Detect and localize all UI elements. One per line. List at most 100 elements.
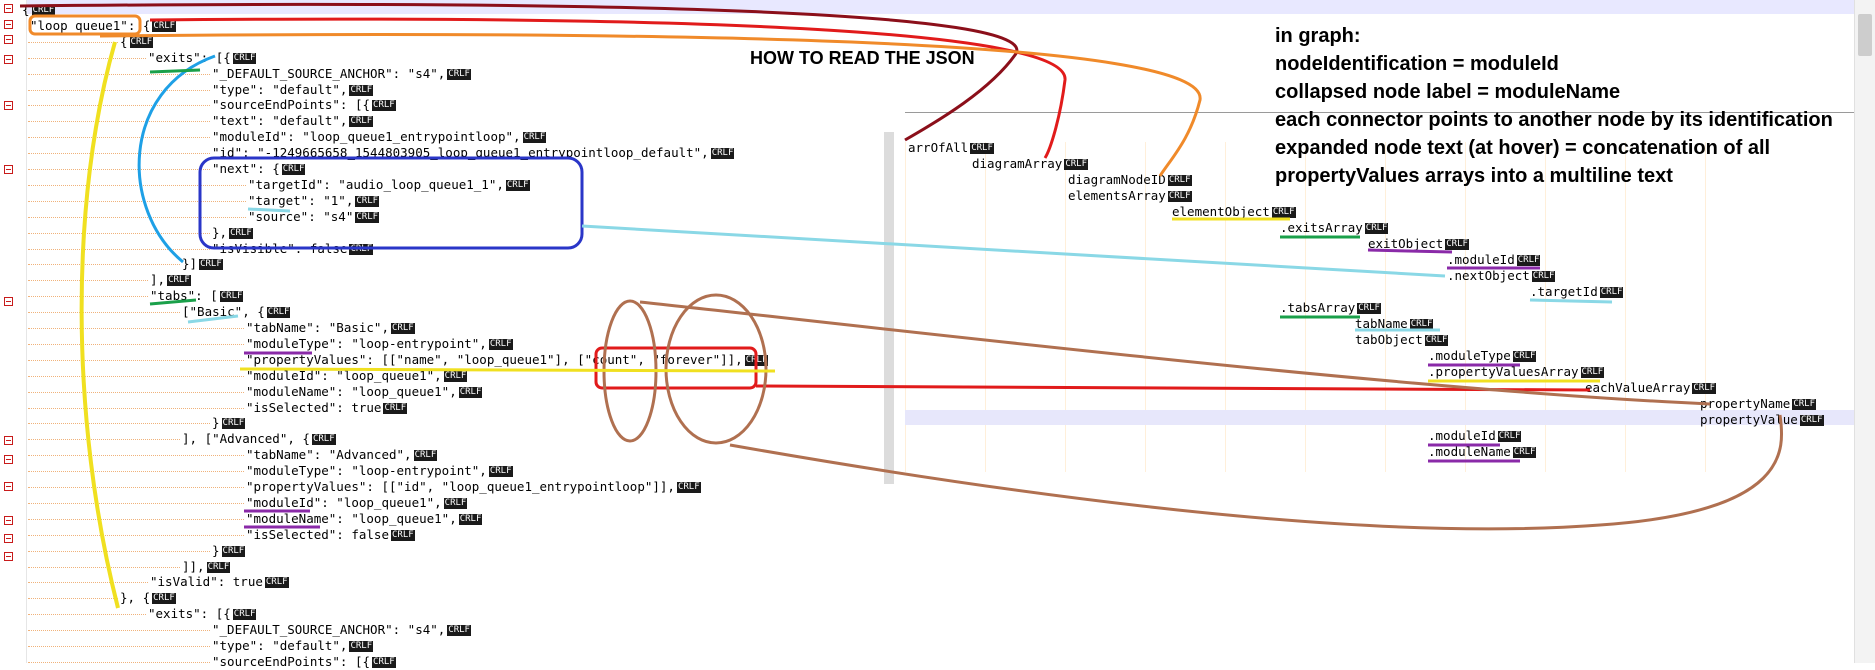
code-line: }, {CRLF <box>120 590 176 606</box>
crlf-marker: CRLF <box>1357 303 1381 314</box>
fold-toggle-icon[interactable] <box>4 4 13 13</box>
code-text: "tabs": [ <box>150 288 218 304</box>
code-text: ["Basic", { <box>182 304 265 320</box>
code-line: "exits": [{CRLF <box>148 49 257 66</box>
fold-toggle-icon[interactable] <box>4 101 13 110</box>
crlf-marker: CRLF <box>391 323 415 334</box>
code-line: "propertyValues": [["id", "loop_queue1_e… <box>246 479 701 495</box>
fold-toggle-icon[interactable] <box>4 165 13 174</box>
note-line: nodeIdentification = moduleId <box>1275 53 1559 75</box>
fold-toggle-icon[interactable] <box>4 516 13 525</box>
tree-item-label: .targetId <box>1530 284 1598 299</box>
crlf-marker: CRLF <box>447 68 471 80</box>
crlf-marker: CRLF <box>372 656 396 668</box>
code-line: "moduleId": "loop_queue1",CRLF <box>246 368 468 384</box>
crlf-marker: CRLF <box>1799 415 1824 426</box>
indent-guide <box>28 455 244 457</box>
indent-guide <box>28 391 244 394</box>
pane-divider <box>905 112 1855 113</box>
crlf-marker: CRLF <box>1512 351 1537 362</box>
fold-toggle-icon[interactable] <box>4 534 13 543</box>
indent-guide <box>28 121 210 123</box>
tree-item-label: diagramNodeID <box>1068 172 1166 187</box>
current-line-highlight <box>0 0 1855 14</box>
indent-guide <box>28 137 210 139</box>
crlf-marker: CRLF <box>229 227 253 239</box>
code-line: "tabName": "Advanced",CRLF <box>246 447 438 463</box>
scroll-thumb[interactable] <box>1858 14 1872 56</box>
indent-guide <box>28 582 148 584</box>
code-text: "exits": [{ <box>148 606 231 622</box>
crlf-marker: CRLF <box>199 259 223 271</box>
code-text: "moduleName": "loop_queue1", <box>246 383 457 399</box>
indent-guide <box>28 566 180 569</box>
tree-item-label: .nextObject <box>1447 268 1530 283</box>
code-text: "isSelected": false <box>246 526 389 542</box>
code-text: "sourceEndPoints": [{ <box>212 97 371 113</box>
crlf-marker: CRLF <box>206 561 231 573</box>
indent-guide <box>28 169 210 171</box>
crlf-marker: CRLF <box>219 291 244 303</box>
crlf-marker: CRLF <box>1445 239 1469 250</box>
code-line: "_DEFAULT_SOURCE_ANCHOR": "s4",CRLF <box>212 622 471 638</box>
code-line: "moduleName": "loop_queue1",CRLF <box>246 383 483 400</box>
code-line: {CRLF <box>120 34 154 50</box>
tree-item-label: exitObject <box>1368 236 1444 251</box>
code-text: "_DEFAULT_SOURCE_ANCHOR": "s4", <box>212 65 446 81</box>
code-text: "sourceEndPoints": [{ <box>212 653 371 669</box>
crlf-marker: CRLF <box>349 243 374 255</box>
code-line: "text": "default",CRLF <box>212 113 374 129</box>
crlf-marker: CRLF <box>1271 207 1296 218</box>
fold-toggle-icon[interactable] <box>4 20 13 29</box>
code-text: ]], <box>182 558 205 574</box>
indent-guide <box>28 614 146 616</box>
fold-toggle-icon[interactable] <box>4 436 13 445</box>
crlf-marker: CRLF <box>355 211 380 223</box>
crlf-marker: CRLF <box>1064 159 1088 170</box>
tree-item-label: tabObject <box>1355 332 1423 347</box>
fold-toggle-icon[interactable] <box>4 35 13 44</box>
fold-toggle-icon[interactable] <box>4 455 13 464</box>
crlf-marker: CRLF <box>391 529 415 541</box>
code-line: },CRLF <box>212 225 253 241</box>
crlf-marker: CRLF <box>31 5 56 16</box>
crlf-marker: CRLF <box>413 450 438 462</box>
fold-toggle-icon[interactable] <box>4 482 13 491</box>
code-line: "_DEFAULT_SOURCE_ANCHOR": "s4",CRLF <box>212 66 471 82</box>
crlf-marker: CRLF <box>505 179 530 191</box>
crlf-marker: CRLF <box>383 402 408 414</box>
indent-guide <box>28 598 118 600</box>
fold-toggle-icon[interactable] <box>4 297 13 306</box>
tree-item-label: propertyName <box>1700 396 1791 411</box>
fold-toggle-icon[interactable] <box>4 552 13 561</box>
indent-guide <box>28 661 210 664</box>
vertical-scrollbar[interactable] <box>1854 0 1875 663</box>
crlf-marker: CRLF <box>221 545 246 557</box>
code-text: "tabName": "Advanced", <box>246 447 412 463</box>
code-line: "moduleId": "loop_queue1_entrypointloop"… <box>212 129 547 145</box>
fold-toggle-icon[interactable] <box>4 55 13 64</box>
crlf-marker: CRLF <box>488 338 513 350</box>
code-text: "exits": [{ <box>148 49 231 65</box>
